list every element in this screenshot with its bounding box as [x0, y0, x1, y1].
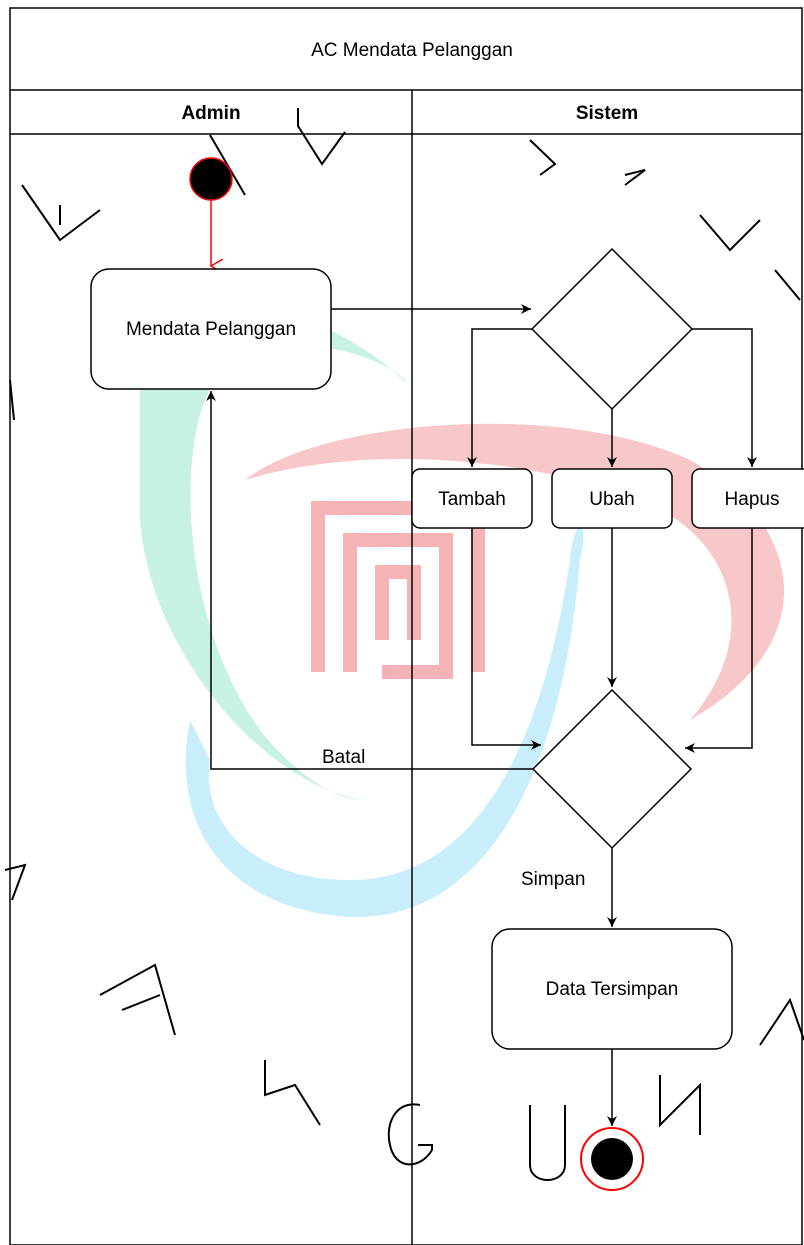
watermark-red-swoosh — [245, 423, 785, 720]
activity-data-tersimpan-label: Data Tersimpan — [546, 979, 679, 1000]
activity-hapus-label: Hapus — [725, 489, 780, 510]
activity-ubah-label: Ubah — [589, 489, 634, 510]
decision-node-choose-action — [530, 247, 694, 411]
flow-batal — [206, 391, 533, 770]
lane-header-sistem: Sistem — [576, 103, 638, 124]
flow-decision-to-tambah — [467, 328, 532, 467]
flow-tambah-to-merge — [471, 528, 541, 750]
swimlane-pool — [9, 7, 803, 1245]
decision-node-save-or-cancel — [531, 688, 693, 850]
activity-mendata-pelanggan-label: Mendata Pelanggan — [126, 319, 296, 340]
activity-mendata-pelanggan — [90, 268, 332, 390]
edge-label-simpan: Simpan — [521, 869, 585, 890]
watermark-teal-swoosh — [140, 307, 406, 800]
diagram-title: AC Mendata Pelanggan — [311, 40, 513, 61]
flow-decision-to-hapus — [692, 328, 757, 467]
pool-border — [9, 7, 803, 1245]
lane-header-admin: Admin — [181, 103, 240, 124]
end-node-core — [591, 1138, 633, 1180]
activity-tambah-label: Tambah — [438, 489, 506, 510]
start-node — [189, 157, 233, 201]
watermark-maze-logo — [311, 501, 485, 679]
edge-label-batal: Batal — [322, 747, 365, 768]
watermark-blue-swoosh — [185, 526, 584, 917]
watermark-letters — [4, 108, 804, 1181]
flow-hapus-to-merge — [685, 528, 753, 753]
